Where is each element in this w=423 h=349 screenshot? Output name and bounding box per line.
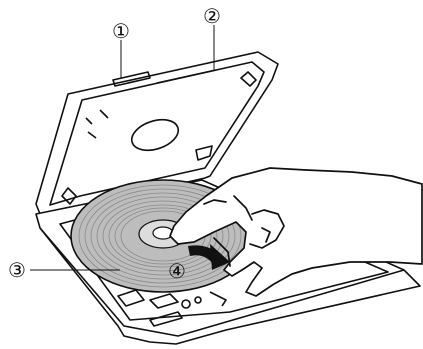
callout-2: ②: [203, 4, 221, 28]
callout-4: ④: [168, 259, 186, 283]
callout-3: ③: [8, 258, 26, 282]
callout-1: ①: [112, 19, 130, 43]
